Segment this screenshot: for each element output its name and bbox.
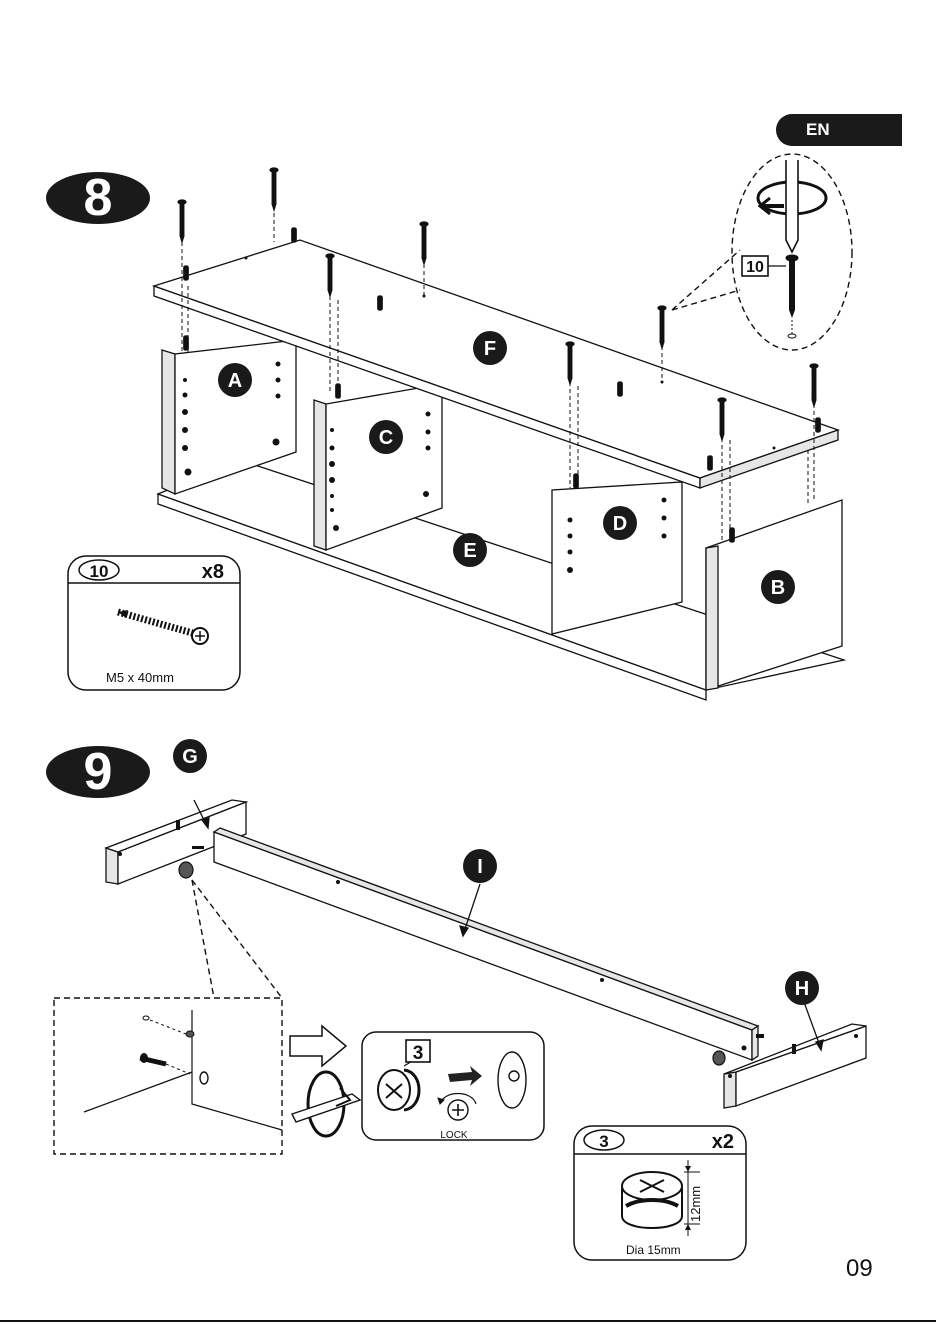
next-step-arrow-icon — [290, 1026, 346, 1066]
lock-label: LOCK — [440, 1130, 468, 1141]
parts-box-cam-height: 12mm — [688, 1186, 703, 1222]
parts-box-cam-quantity: x2 — [712, 1131, 734, 1153]
cam-part-number: 3 — [413, 1043, 424, 1064]
screwdriver-detail — [672, 154, 852, 350]
panel-label-G: G — [173, 739, 207, 773]
bottom-rule — [0, 1320, 936, 1322]
parts-box-screw-quantity: x8 — [202, 561, 224, 583]
cam-lock-detail — [362, 1032, 544, 1140]
parts-box-cam-number: 3 — [599, 1132, 608, 1151]
detail-part-number: 10 — [746, 259, 764, 276]
panel-label-C: C — [369, 420, 403, 454]
svg-text:C: C — [379, 427, 393, 449]
svg-text:D: D — [613, 513, 627, 535]
svg-text:B: B — [771, 577, 785, 599]
panel-label-D: D — [603, 506, 637, 540]
svg-text:F: F — [484, 338, 496, 360]
rotate-screwdriver-icon — [292, 1072, 360, 1136]
page-number: 09 — [846, 1255, 873, 1283]
svg-text:H: H — [795, 978, 809, 1000]
panel-label-I: I — [463, 849, 497, 883]
panel-label-F: F — [473, 331, 507, 365]
svg-text:G: G — [182, 746, 198, 768]
panel-label-B: B — [761, 570, 795, 604]
parts-box-cam-diameter: Dia 15mm — [626, 1243, 681, 1257]
panel-label-H: H — [785, 971, 819, 1005]
svg-text:E: E — [463, 540, 476, 562]
cam-detail-zoom — [54, 880, 282, 1154]
parts-box-screw-size: M5 x 40mm — [106, 670, 174, 685]
parts-box-screw-number: 10 — [90, 562, 109, 581]
panel-label-E: E — [453, 533, 487, 567]
panel-label-A: A — [218, 363, 252, 397]
step-8-illustration — [154, 168, 844, 700]
svg-text:A: A — [228, 370, 242, 392]
svg-text:I: I — [477, 856, 483, 878]
